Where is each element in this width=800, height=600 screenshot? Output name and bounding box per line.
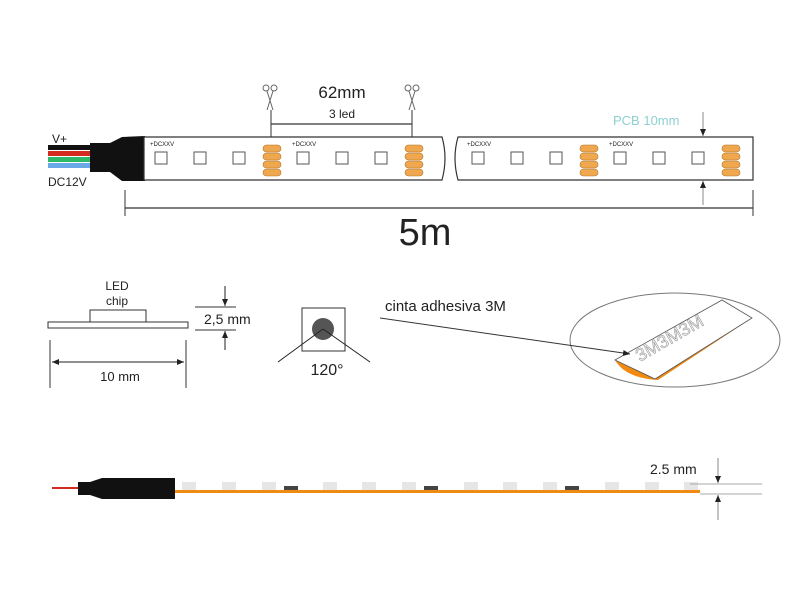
segment-marking: +DCXXV — [467, 142, 491, 148]
side-led — [684, 482, 698, 490]
thickness-label: 2.5 mm — [650, 461, 697, 477]
chip-height-label: 2,5 mm — [204, 311, 251, 327]
strip-segment-1: +DCXXV +DCXXV — [143, 136, 446, 181]
side-led — [503, 482, 517, 490]
side-led — [222, 482, 236, 490]
segment-marking: +DCXXV — [292, 142, 316, 148]
strip-width-label: 10 mm — [100, 369, 140, 384]
length-label: 5m — [399, 212, 452, 254]
side-led — [543, 482, 557, 490]
scissors-icon — [404, 84, 420, 111]
beam-angle-diagram — [277, 307, 371, 363]
side-led — [323, 482, 337, 490]
side-led — [645, 482, 659, 490]
side-led — [605, 482, 619, 490]
side-led — [362, 482, 376, 490]
side-led — [182, 482, 196, 490]
led-label: LED — [105, 279, 129, 293]
power-wires — [48, 145, 93, 168]
adhesive-tape — [614, 299, 753, 380]
segment-marking: +DCXXV — [150, 142, 174, 148]
cut-leds-label: 3 led — [329, 107, 355, 121]
scissors-icon — [262, 84, 278, 111]
side-led — [464, 482, 478, 490]
side-led — [402, 482, 416, 490]
wire-label-vplus: V+ — [52, 132, 67, 146]
wire-label-dc12v: DC12V — [48, 175, 87, 189]
chip-label: chip — [106, 294, 128, 308]
connector-boot — [90, 136, 145, 181]
side-led — [262, 482, 276, 490]
beam-angle-label: 120° — [310, 362, 343, 379]
cut-pads — [262, 144, 424, 177]
adhesive-label: cinta adhesiva 3M — [385, 298, 506, 315]
cut-spacing-label: 62mm — [318, 83, 365, 102]
side-view-strip — [52, 478, 700, 499]
cut-pads — [579, 144, 741, 177]
strip-segment-2: +DCXXV +DCXXV — [454, 136, 754, 181]
segment-marking: +DCXXV — [609, 142, 633, 148]
pcb-width-label: PCB 10mm — [613, 113, 679, 128]
led-chip-profile — [47, 309, 189, 329]
